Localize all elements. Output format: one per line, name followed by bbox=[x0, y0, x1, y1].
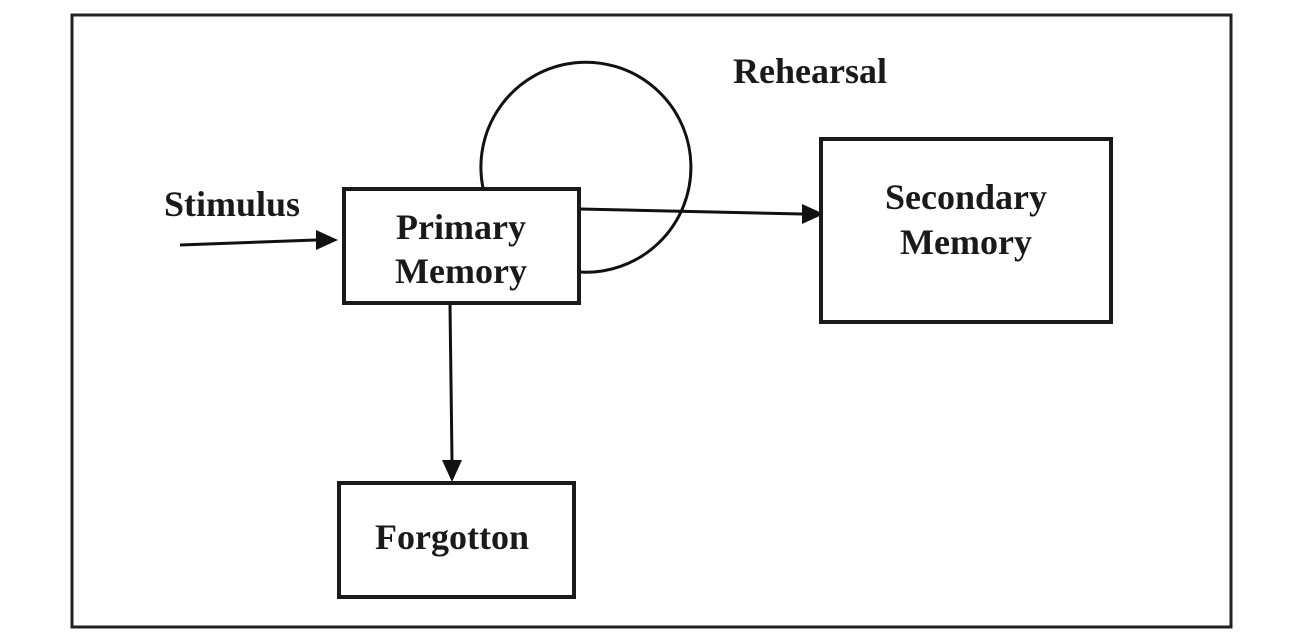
rehearsal-loop bbox=[479, 60, 693, 274]
rehearsal-label: Rehearsal bbox=[733, 51, 887, 91]
primary-to-secondary-arrow bbox=[579, 204, 824, 224]
stimulus-label: Stimulus bbox=[164, 184, 300, 224]
secondary-memory-label-line1: Secondary bbox=[885, 177, 1047, 217]
primary-to-forgotton-arrow bbox=[442, 304, 462, 482]
forgotton-node: Forgotton bbox=[337, 481, 576, 599]
secondary-memory-node: Secondary Memory bbox=[819, 137, 1113, 324]
primary-memory-label-line2: Memory bbox=[395, 251, 527, 291]
forgotton-label: Forgotton bbox=[375, 517, 529, 557]
stimulus-arrow bbox=[179, 230, 338, 250]
secondary-memory-label-line2: Memory bbox=[900, 222, 1032, 262]
primary-memory-label-line1: Primary bbox=[396, 207, 526, 247]
diagram-frame bbox=[70, 13, 1233, 629]
primary-memory-node: Primary Memory bbox=[342, 187, 581, 305]
